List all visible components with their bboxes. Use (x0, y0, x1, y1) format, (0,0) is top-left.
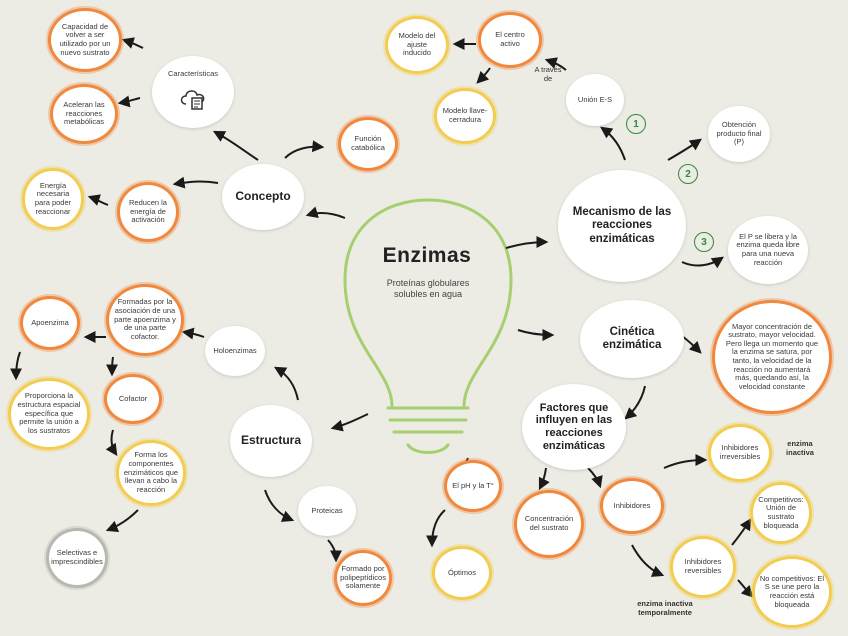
main-title: Enzimas (372, 244, 482, 268)
light-bulb-icon (345, 200, 511, 453)
caracteristicas-label: Características (168, 70, 218, 79)
step-number-3: 3 (694, 232, 714, 252)
node-obtencion: Obtención producto final (P) (708, 106, 770, 162)
node-funcion: Función catabólica (338, 117, 398, 171)
node-formado-por: Formado por polipeptídicos solamente (334, 550, 392, 606)
node-capacidad: Capacidad de volver a ser utilizado por … (48, 8, 122, 72)
node-cofactor: Cofactor (104, 374, 162, 424)
node-energia: Energía necesaria para poder reaccionar (22, 168, 84, 230)
node-concepto: Concepto (222, 164, 304, 230)
node-concentracion: Concentración del sustrato (514, 490, 584, 558)
label-enzima-inactiva: enzima inactiva (780, 440, 820, 457)
node-selectivas: Selectivas e imprescindibles (46, 528, 108, 588)
node-union-es: Unión E-S (566, 74, 624, 126)
node-reversibles: Inhibidores reversibles (670, 536, 736, 598)
step-number-1: 1 (626, 114, 646, 134)
node-holoenzimas: Holoenzimas (205, 326, 265, 376)
step-number-2: 2 (678, 164, 698, 184)
node-factores: Factores que influyen en las reacciones … (522, 384, 626, 470)
label-enzima-temporal: enzima inactiva temporalmente (628, 600, 702, 617)
node-competitivos: Competitivos: Unión de sustrato bloquead… (750, 482, 812, 544)
node-aceleran: Aceleran las reacciones metabólicas (50, 84, 118, 144)
node-el-p: El P se libera y la enzima queda libre p… (728, 216, 808, 284)
node-formadas: Formadas por la asociación de una parte … (106, 284, 184, 356)
node-estructura: Estructura (230, 405, 312, 477)
node-optimos: Óptimos (432, 546, 492, 600)
node-proporciona: Proporciona la estructura espacial espec… (8, 378, 90, 450)
node-proteicas: Proteicas (298, 486, 356, 536)
node-cinetica: Cinética enzimática (580, 300, 684, 378)
node-mayor: Mayor concentración de sustrato, mayor v… (712, 300, 832, 414)
node-modelo-ajuste: Modelo del ajuste inducido (385, 16, 449, 74)
node-centro-activo: El centro activo (478, 12, 542, 68)
node-irreversibles: Inhibidores irreversibles (708, 424, 772, 482)
main-subtitle: Proteínas globulares solubles en agua (380, 278, 476, 300)
node-reducen: Reducen la energía de activación (117, 182, 179, 242)
cloud-document-icon (178, 86, 210, 110)
node-ph: El pH y la T° (444, 460, 502, 512)
label-a-traves: A través de (532, 66, 564, 83)
node-forma-los: Forma los componentes enzimáticos que ll… (116, 440, 186, 506)
node-mecanismo: Mecanismo de las reacciones enzimáticas (558, 170, 686, 282)
node-inhibidores: Inhibidores (600, 478, 664, 534)
node-no-competitivos: No competitivos: El S se une pero la rea… (752, 556, 832, 628)
node-modelo-llave: Modelo llave-cerradura (434, 88, 496, 144)
node-apoenzima: Apoenzima (20, 296, 80, 350)
